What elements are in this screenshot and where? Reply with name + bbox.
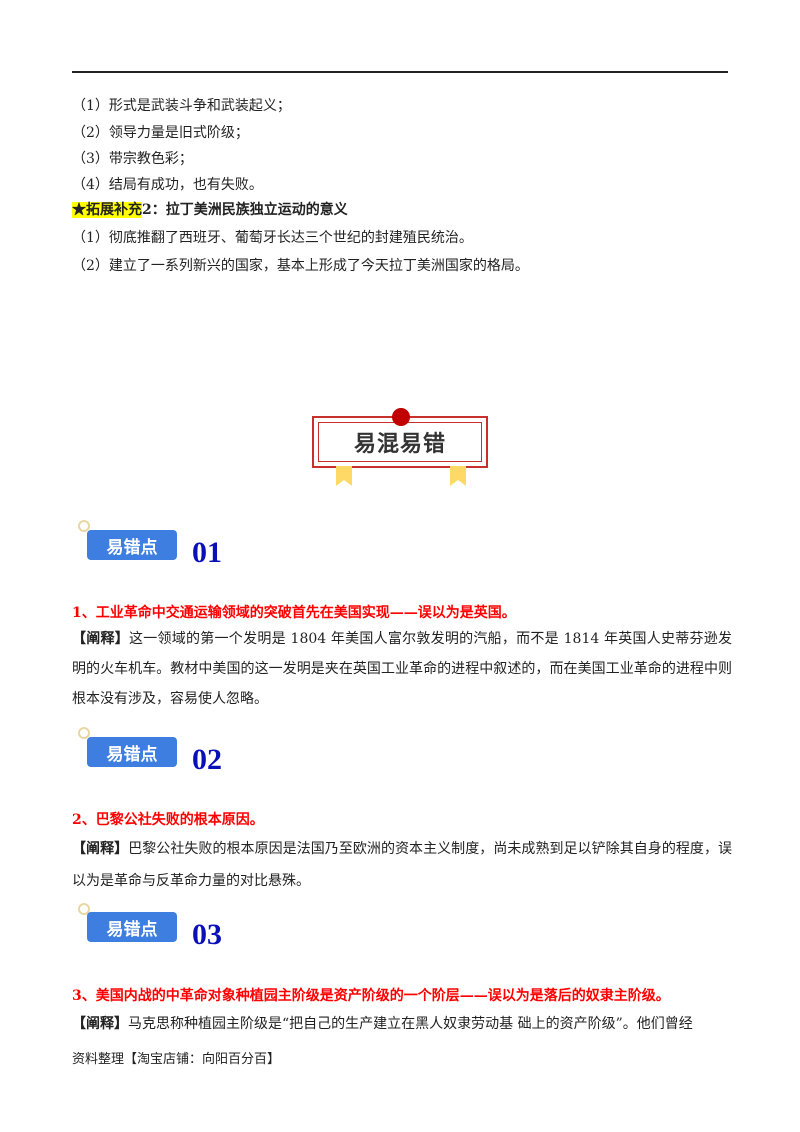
header-rule	[72, 71, 728, 73]
ribbon-icon	[336, 466, 352, 486]
error-point-tag: 易错点	[87, 530, 177, 560]
banner-title: 易混易错	[318, 422, 482, 462]
error-heading: 2、巴黎公社失败的根本原因。	[72, 812, 264, 828]
explanation-label: 【阐释】	[72, 631, 130, 647]
error-heading: 3、美国内战的中革命对象种植园主阶级是资产阶级的一个阶层——误以为是落后的奴隶主…	[72, 988, 670, 1004]
explanation: 【阐释】巴黎公社失败的根本原因是法国乃至欧洲的资本主义制度，尚未成熟到足以铲除其…	[72, 833, 732, 897]
banner-dot-icon	[392, 408, 410, 426]
list-item: （4）结局有成功，也有失败。	[72, 177, 263, 193]
explanation-label: 【阐释】	[72, 1016, 128, 1032]
list-item: （1）形式是武装斗争和武装起义；	[72, 98, 291, 114]
explanation: 【阐释】马克思称种植园主阶级是“把自己的生产建立在黑人奴隶劳动基 础上的资产阶级…	[72, 1013, 693, 1033]
error-point-tag: 易错点	[87, 912, 177, 942]
list-item: （3）带宗教色彩；	[72, 151, 193, 167]
error-point-number: 01	[192, 536, 222, 569]
explanation: 【阐释】这一领域的第一个发明是 1804 年美国人富尔敦发明的汽船，而不是 18…	[72, 624, 732, 714]
list-item: （1）彻底推翻了西班牙、葡萄牙长达三个世纪的封建殖民统治。	[72, 230, 473, 246]
error-point-number: 02	[192, 743, 222, 776]
list-item: （2）领导力量是旧式阶级；	[72, 125, 249, 141]
error-point-number: 03	[192, 918, 222, 951]
explanation-label: 【阐释】	[72, 841, 129, 857]
footer: 资料整理【淘宝店铺：向阳百分百】	[72, 1052, 281, 1067]
tag-ring-icon	[78, 520, 90, 532]
supplement-title: 2：拉丁美洲民族独立运动的意义	[142, 202, 348, 218]
ribbon-icon	[450, 466, 466, 486]
explanation-text: 巴黎公社失败的根本原因是法国乃至欧洲的资本主义制度，尚未成熟到足以铲除其自身的程…	[72, 841, 733, 889]
section-banner: 易混易错	[312, 416, 488, 468]
error-point-tag: 易错点	[87, 737, 177, 767]
explanation-text: 马克思称种植园主阶级是“把自己的生产建立在黑人奴隶劳动基 础上的资产阶级”。他们…	[128, 1016, 693, 1032]
tag-ring-icon	[78, 727, 90, 739]
tag-ring-icon	[78, 903, 90, 915]
list-item: （2）建立了一系列新兴的国家，基本上形成了今天拉丁美洲国家的格局。	[72, 258, 529, 274]
supplement-heading: ★拓展补充2：拉丁美洲民族独立运动的意义	[72, 199, 348, 219]
explanation-text: 这一领域的第一个发明是 1804 年美国人富尔敦发明的汽船，而不是 1814 年…	[72, 631, 733, 707]
supplement-highlight: ★拓展补充	[72, 202, 142, 218]
error-heading: 1、工业革命中交通运输领域的突破首先在美国实现——误以为是英国。	[72, 605, 516, 621]
